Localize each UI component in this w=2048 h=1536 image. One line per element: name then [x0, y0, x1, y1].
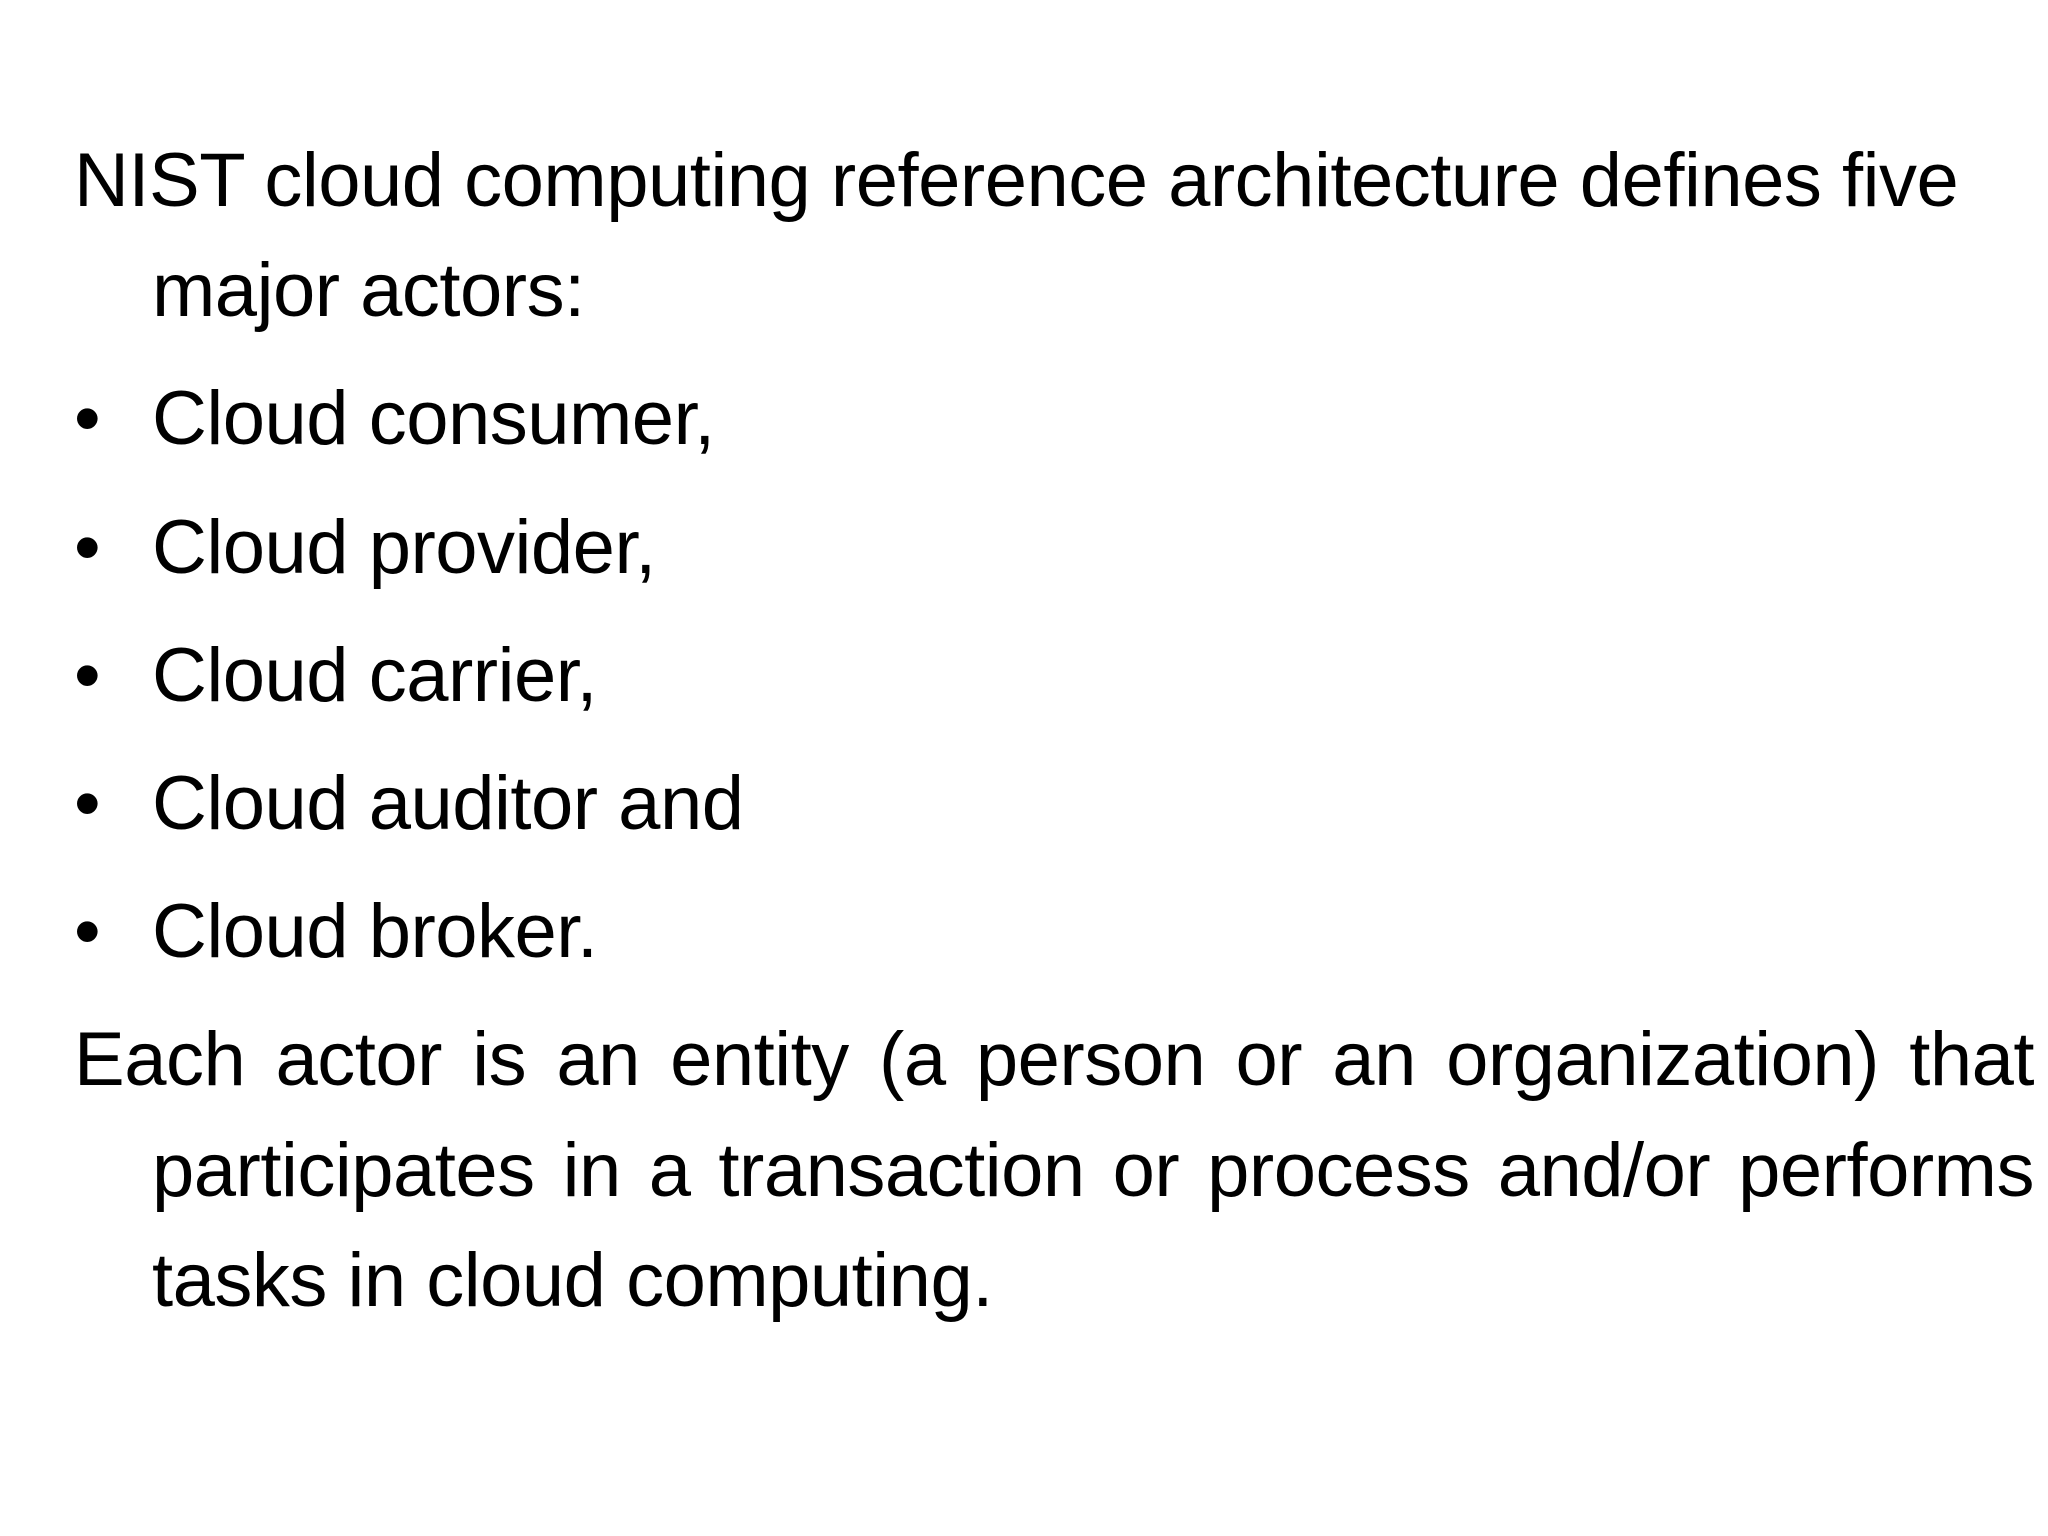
- bullet-icon: •: [74, 504, 101, 590]
- intro-paragraph: NIST cloud computing reference architect…: [74, 138, 1959, 334]
- list-item: • Cloud carrier,: [74, 621, 2034, 731]
- bullet-icon: •: [74, 376, 101, 462]
- list-item: • Cloud broker.: [74, 877, 2034, 987]
- list-item-text: Cloud broker.: [152, 889, 598, 975]
- bullet-icon: •: [74, 889, 101, 975]
- actor-list: • Cloud consumer, • Cloud provider, • Cl…: [74, 364, 2034, 987]
- closing-paragraph: Each actor is an entity (a person or an …: [74, 1017, 2035, 1323]
- list-item-text: Cloud auditor and: [152, 760, 744, 846]
- bullet-icon: •: [74, 760, 101, 846]
- list-item: • Cloud auditor and: [74, 749, 2034, 859]
- list-item-text: Cloud consumer,: [152, 376, 715, 462]
- list-item-text: Cloud provider,: [152, 504, 656, 590]
- list-item: • Cloud consumer,: [74, 364, 2034, 474]
- list-item-text: Cloud carrier,: [152, 632, 597, 718]
- list-item: • Cloud provider,: [74, 493, 2034, 603]
- slide-body: NIST cloud computing reference architect…: [74, 126, 2035, 1354]
- bullet-icon: •: [74, 632, 101, 718]
